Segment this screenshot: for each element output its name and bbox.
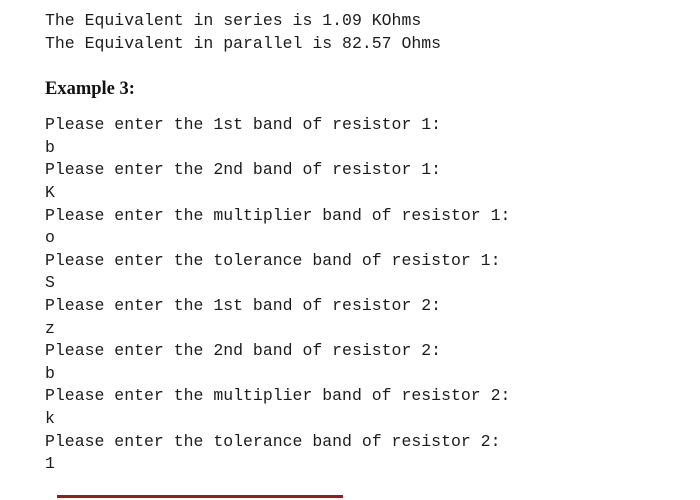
console-input: z — [45, 318, 55, 338]
console-input: b — [45, 137, 55, 157]
console-prompt: Please enter the tolerance band of resis… — [45, 431, 501, 451]
parallel-result-line: The Equivalent in parallel is 82.57 Ohms — [45, 33, 442, 53]
console-input: S — [45, 273, 55, 293]
console-prompt: Please enter the multiplier band of resi… — [45, 205, 511, 225]
console-input: k — [45, 408, 55, 428]
console-input: K — [45, 182, 55, 202]
console-prompt: Please enter the 1st band of resistor 2: — [45, 295, 442, 315]
console-input: 1 — [45, 454, 55, 474]
console-input: o — [45, 228, 55, 248]
console-prompt: Please enter the 2nd band of resistor 2: — [45, 341, 442, 361]
red-divider-line — [57, 495, 343, 498]
console-input: b — [45, 363, 55, 383]
document-page: The Equivalent in series is 1.09 KOhms T… — [45, 10, 665, 476]
console-prompt: Please enter the 2nd band of resistor 1: — [45, 160, 442, 180]
example-heading: Example 3: — [45, 79, 135, 100]
console-output: Please enter the 1st band of resistor 1:… — [45, 114, 665, 476]
console-prompt: Please enter the multiplier band of resi… — [45, 386, 511, 406]
series-result-line: The Equivalent in series is 1.09 KOhms — [45, 11, 422, 30]
console-prompt: Please enter the tolerance band of resis… — [45, 250, 501, 270]
equivalence-results: The Equivalent in series is 1.09 KOhms T… — [45, 10, 665, 55]
console-prompt: Please enter the 1st band of resistor 1: — [45, 115, 442, 135]
